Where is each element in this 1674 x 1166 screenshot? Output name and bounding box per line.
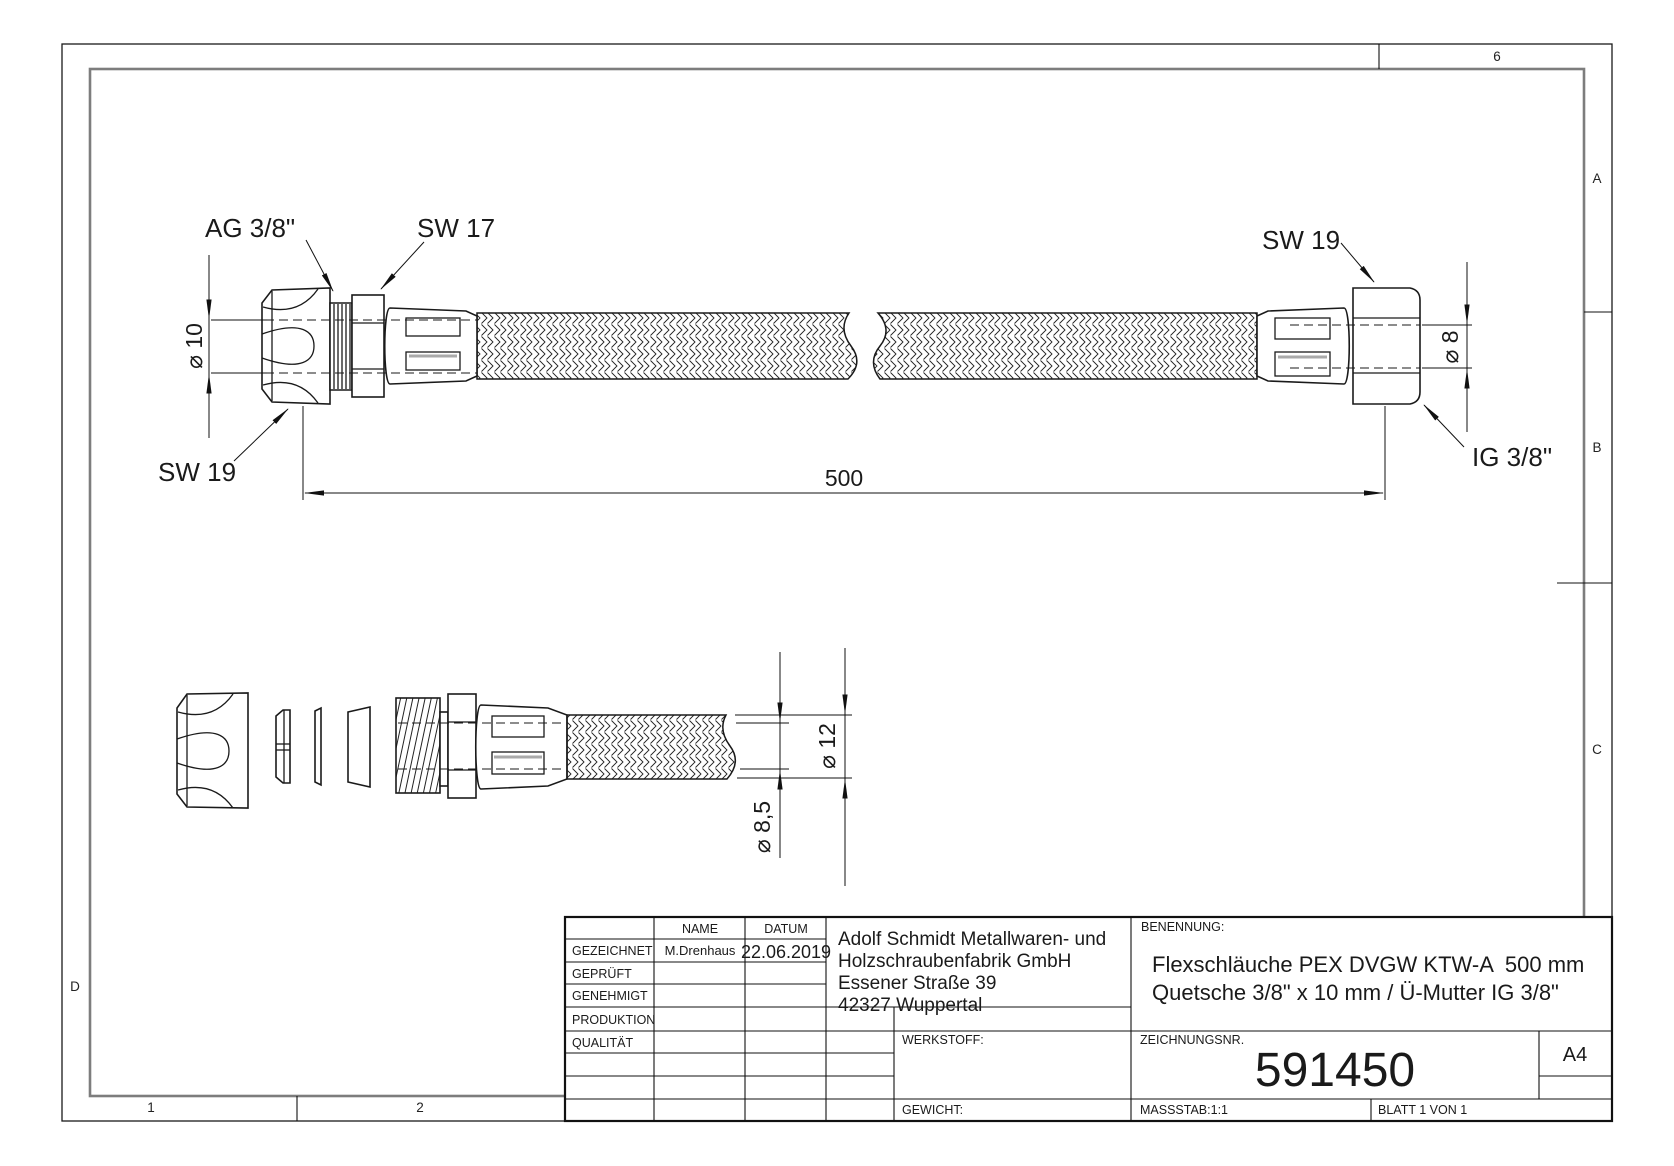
gezeichnet-datum: 22.06.2019 [741, 942, 831, 962]
row-label-genehmigt: GENEHMIGT [572, 989, 648, 1003]
left-nut-grip-arc-mid [261, 327, 315, 365]
dim-text-d85: ⌀ 8,5 [749, 801, 775, 853]
col-header-datum: DATUM [764, 922, 808, 936]
company-address: Adolf Schmidt Metallwaren- und Holzschra… [838, 929, 1106, 1016]
benennung-label: BENENNUNG: [1141, 920, 1224, 934]
zone-label-c: C [1592, 742, 1602, 757]
row-label-geprueft: GEPRÜFT [572, 967, 632, 981]
exploded-crimp-sleeve [474, 704, 568, 790]
crimp-window [1274, 351, 1331, 377]
braided-hose-right [872, 312, 1258, 380]
dim-text-500: 500 [825, 465, 863, 491]
label-ag38: AG 3/8" [205, 213, 295, 243]
washer [314, 706, 322, 787]
crimp-window [491, 715, 545, 738]
werkstoff-label: WERKSTOFF: [902, 1033, 984, 1047]
dimension-d12: ⌀ 12 [735, 648, 852, 886]
zone-label-2: 2 [416, 1100, 424, 1115]
exploded-nut-grip-arc-top [177, 693, 234, 716]
company-line-1: Adolf Schmidt Metallwaren- und [838, 929, 1106, 950]
title-block: NAME DATUM GEZEICHNET M.Drenhaus 22.06.2… [563, 915, 1614, 1123]
row-label-qualitaet: QUALITÄT [572, 1036, 633, 1050]
blatt: BLATT 1 VON 1 [1378, 1103, 1467, 1117]
gezeichnet-name: M.Drenhaus [665, 943, 736, 958]
company-line-3: Essener Straße 39 [838, 973, 996, 994]
zone-label-b: B [1592, 440, 1601, 455]
zone-label-d: D [70, 979, 80, 994]
left-nut-grip-arc-bottom [262, 381, 319, 404]
zeichnungsnr-label: ZEICHNUNGSNR. [1140, 1033, 1244, 1047]
dim-text-d10: ⌀ 10 [181, 323, 207, 369]
threaded-stud [395, 697, 441, 794]
sheet-format: A4 [1563, 1044, 1587, 1066]
zone-label-6: 6 [1493, 49, 1501, 64]
company-line-4: 42327 Wuppertal [838, 995, 982, 1016]
company-line-2: Holzschraubenfabrik GmbH [838, 951, 1071, 972]
label-sw19-right: SW 19 [1262, 225, 1340, 255]
insert-sleeve [347, 705, 371, 789]
gewicht-label: GEWICHT: [902, 1103, 963, 1117]
left-nut-grip-arc-top [262, 288, 319, 311]
leader-sw19-left [233, 408, 289, 462]
label-sw17: SW 17 [417, 213, 495, 243]
leader-ig38 [1423, 404, 1465, 448]
dimension-d8: ⌀ 8 [1422, 262, 1472, 432]
right-union-nut [1352, 287, 1421, 405]
right-crimp-sleeve [1256, 307, 1351, 385]
benennung-line-1: Flexschläuche PEX DVGW KTW-A 500 mm [1152, 952, 1584, 977]
dim-text-d12: ⌀ 12 [814, 723, 840, 769]
dimension-length-500: 500 [302, 406, 1386, 500]
left-union-nut [261, 287, 331, 405]
exploded-nut-grip-arc-bottom [177, 786, 234, 809]
leader-ag38 [305, 239, 334, 292]
row-label-gezeichnet: GEZEICHNET [572, 944, 653, 958]
benennung-line-2: Quetsche 3/8" x 10 mm / Ü-Mutter IG 3/8" [1152, 980, 1559, 1005]
crimp-window [405, 351, 461, 371]
zone-label-a: A [1592, 171, 1601, 186]
title-block-border [563, 915, 1614, 1123]
crimp-window [1274, 317, 1331, 340]
dim-text-d8: ⌀ 8 [1437, 330, 1463, 363]
leader-sw19-right [1340, 242, 1375, 283]
dimension-d10: ⌀ 10 [181, 255, 267, 438]
compression-olive [275, 709, 291, 784]
hose-side-view: ⌀ 10 ⌀ 8 500 AG 3/8" SW 17 SW 19 SW 19 I… [158, 213, 1552, 500]
crimp-window [405, 317, 461, 337]
massstab: MASSSTAB:1:1 [1140, 1103, 1228, 1117]
label-sw19-left: SW 19 [158, 457, 236, 487]
dimension-d85: ⌀ 8,5 [736, 652, 789, 858]
braided-hose-left [476, 312, 858, 380]
exploded-view: ⌀ 8,5 ⌀ 12 [176, 648, 852, 886]
hex-sw17 [351, 294, 385, 398]
male-thread [329, 302, 353, 391]
exploded-hex [447, 693, 477, 799]
zone-label-1: 1 [147, 1100, 155, 1115]
exploded-nut-grip-arc-mid [176, 732, 230, 770]
row-label-produktion: PRODUKTION [572, 1013, 655, 1027]
crimp-window [491, 751, 545, 775]
drawing-number: 591450 [1255, 1044, 1415, 1097]
exploded-union-nut [176, 692, 249, 809]
label-ig38: IG 3/8" [1472, 442, 1552, 472]
left-crimp-sleeve [383, 307, 478, 385]
col-header-name: NAME [682, 922, 718, 936]
exploded-braided-hose [566, 714, 736, 780]
leader-sw17 [380, 241, 425, 290]
